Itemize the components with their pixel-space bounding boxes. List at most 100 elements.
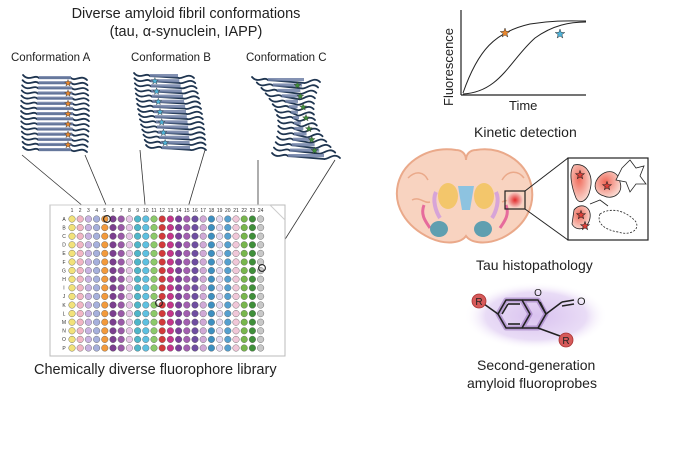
- plate-well: [166, 301, 174, 309]
- fibril-strand: [274, 141, 332, 150]
- plate-well: [191, 232, 199, 240]
- plate-well: [224, 224, 232, 232]
- plate-well: [150, 241, 158, 249]
- plate-well: [248, 275, 256, 283]
- plate-well: [125, 241, 133, 249]
- plate-well: [150, 215, 158, 223]
- fibril-strand: [268, 97, 315, 106]
- fibril-beta-sheet: [150, 79, 180, 83]
- plate-well: [76, 335, 84, 343]
- plate-well: [191, 267, 199, 275]
- plate-well: [84, 249, 92, 257]
- plate-well: [175, 318, 183, 326]
- plate-column-label: 13: [168, 208, 174, 214]
- plate-well: [76, 310, 84, 318]
- plate-well: [207, 275, 215, 283]
- plate-well: [232, 310, 240, 318]
- plate-well: [93, 258, 101, 266]
- plate-well: [134, 224, 142, 232]
- plate-well: [125, 215, 133, 223]
- plate-well: [158, 258, 166, 266]
- plate-well: [158, 267, 166, 275]
- plate-well: [101, 215, 109, 223]
- plate-well: [76, 267, 84, 275]
- plate-well: [109, 258, 117, 266]
- plate-well: [68, 292, 76, 300]
- plate-well: [150, 249, 158, 257]
- fibril-strand: [251, 76, 321, 84]
- plate-well: [109, 249, 117, 257]
- plate-well: [216, 301, 224, 309]
- plate-well: [93, 249, 101, 257]
- fibril-strand: [277, 124, 321, 133]
- plate-well: [240, 318, 248, 326]
- plate-well: [216, 249, 224, 257]
- highlight-well-b: [155, 299, 163, 307]
- plate-well: [248, 310, 256, 318]
- plate-well: [68, 275, 76, 283]
- fibril-beta-sheet: [37, 132, 73, 136]
- plate-well: [232, 249, 240, 257]
- plate-well: [207, 224, 215, 232]
- plate-well: [257, 301, 265, 309]
- conformation-b-label: Conformation B: [131, 52, 211, 64]
- plate-well: [257, 215, 265, 223]
- plate-well: [175, 267, 183, 275]
- plate-well: [76, 215, 84, 223]
- plate-well: [207, 284, 215, 292]
- histology-star: [574, 169, 586, 180]
- plate-well: [84, 258, 92, 266]
- plate-well: [207, 310, 215, 318]
- plate-well: [101, 318, 109, 326]
- fibril-beta-sheet: [38, 142, 72, 147]
- histology-star: [601, 180, 613, 191]
- fibril-beta-sheet: [152, 99, 185, 103]
- plate-well: [199, 258, 207, 266]
- fibril-fluorophore-star: [64, 120, 72, 128]
- fibril-conformation-b: [133, 72, 207, 152]
- plate-well: [175, 344, 183, 352]
- plate-well: [257, 284, 265, 292]
- plate-well: [117, 258, 125, 266]
- plate-well: [224, 301, 232, 309]
- plate-well: [93, 284, 101, 292]
- plate-well: [175, 310, 183, 318]
- plate-well: [68, 284, 76, 292]
- substituent-r-1: [471, 293, 487, 309]
- plate-well: [109, 232, 117, 240]
- plate-well: [84, 215, 92, 223]
- plate-well: [240, 335, 248, 343]
- plate-well: [117, 327, 125, 335]
- fibril-beta-sheet: [154, 115, 187, 119]
- plate-well: [199, 284, 207, 292]
- plate-well: [109, 224, 117, 232]
- plate-well: [109, 275, 117, 283]
- plate-well: [232, 224, 240, 232]
- plate-well: [191, 215, 199, 223]
- plate-well: [68, 232, 76, 240]
- fibril-beta-sheet: [38, 86, 72, 90]
- plate-column-label: 4: [95, 208, 98, 214]
- plate-well: [101, 284, 109, 292]
- plate-well: [142, 232, 150, 240]
- plate-well: [84, 301, 92, 309]
- plate-well: [109, 301, 117, 309]
- plate-well: [216, 284, 224, 292]
- plate-well: [232, 215, 240, 223]
- plate-well: [257, 318, 265, 326]
- plate-well: [101, 258, 109, 266]
- plate-well: [101, 310, 109, 318]
- fibril-strand: [271, 103, 315, 112]
- plate-well: [142, 318, 150, 326]
- fibril-fluorophore-star: [293, 81, 302, 89]
- fibril-beta-sheet: [37, 96, 73, 100]
- fibril-beta-sheet: [37, 101, 73, 105]
- plate-column-label: 14: [176, 208, 182, 214]
- plate-well: [199, 292, 207, 300]
- plate-well: [117, 318, 125, 326]
- plate-well: [117, 284, 125, 292]
- plate-well: [183, 249, 191, 257]
- plate-well: [84, 284, 92, 292]
- plate-well: [150, 232, 158, 240]
- plate-column-label: 22: [241, 208, 247, 214]
